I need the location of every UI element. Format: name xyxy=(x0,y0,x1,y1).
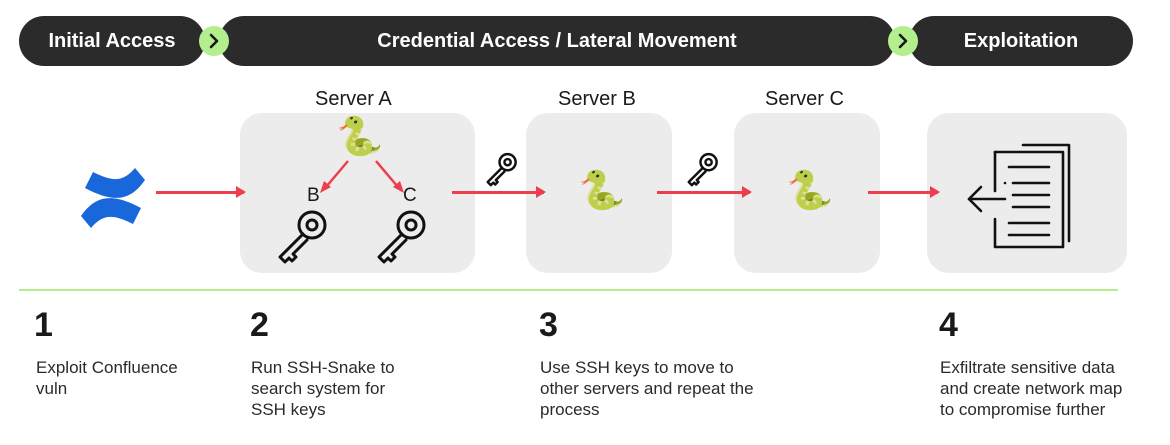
server-b-box xyxy=(526,113,672,273)
key-label-c: C xyxy=(403,185,417,206)
step-4-number: 4 xyxy=(939,306,958,344)
server-a-label: Server A xyxy=(315,88,392,110)
server-c-box xyxy=(734,113,880,273)
step-1-text: Exploit Confluence vuln xyxy=(36,358,178,398)
phase-label: Exploitation xyxy=(963,29,1079,52)
snake-icon: 🐍 xyxy=(336,116,384,158)
confluence-logo-icon xyxy=(77,162,149,234)
key-icon xyxy=(486,152,517,187)
arrow-to-exfil xyxy=(868,186,940,198)
step-2-text: Run SSH-Snake to search system for SSH k… xyxy=(251,358,395,419)
server-c-label: Server C xyxy=(765,88,844,110)
phase-exploitation: Exploitation xyxy=(909,16,1133,66)
snake-icon: 🐍 xyxy=(786,170,834,212)
phase-label: Credential Access / Lateral Movement xyxy=(377,29,737,52)
key-icon xyxy=(377,210,426,264)
step-1-number: 1 xyxy=(34,306,53,344)
arrow-to-server-a xyxy=(156,186,246,198)
snake-icon: 🐍 xyxy=(578,170,626,212)
server-b-label: Server B xyxy=(558,88,636,110)
step-2-number: 2 xyxy=(250,306,269,344)
key-icon xyxy=(278,210,327,264)
step-4-text: Exfiltrate sensitive data and create net… xyxy=(940,358,1123,419)
step-3-text: Use SSH keys to move to other servers an… xyxy=(540,358,754,419)
step-3-number: 3 xyxy=(539,306,558,344)
branch-arrows xyxy=(320,160,404,193)
chevron-right-icon xyxy=(199,26,229,56)
key-icon xyxy=(687,152,718,187)
phase-credential-access: Credential Access / Lateral Movement xyxy=(219,16,895,66)
arrow-to-server-b xyxy=(452,186,546,198)
document-exfil-icon xyxy=(967,143,1071,249)
key-label-b: B xyxy=(307,185,320,206)
chevron-right-icon xyxy=(888,26,918,56)
server-a-box xyxy=(240,113,475,273)
divider xyxy=(19,289,1118,291)
phase-initial-access: Initial Access xyxy=(19,16,205,66)
arrow-to-server-c xyxy=(657,186,752,198)
phase-label: Initial Access xyxy=(48,29,176,52)
